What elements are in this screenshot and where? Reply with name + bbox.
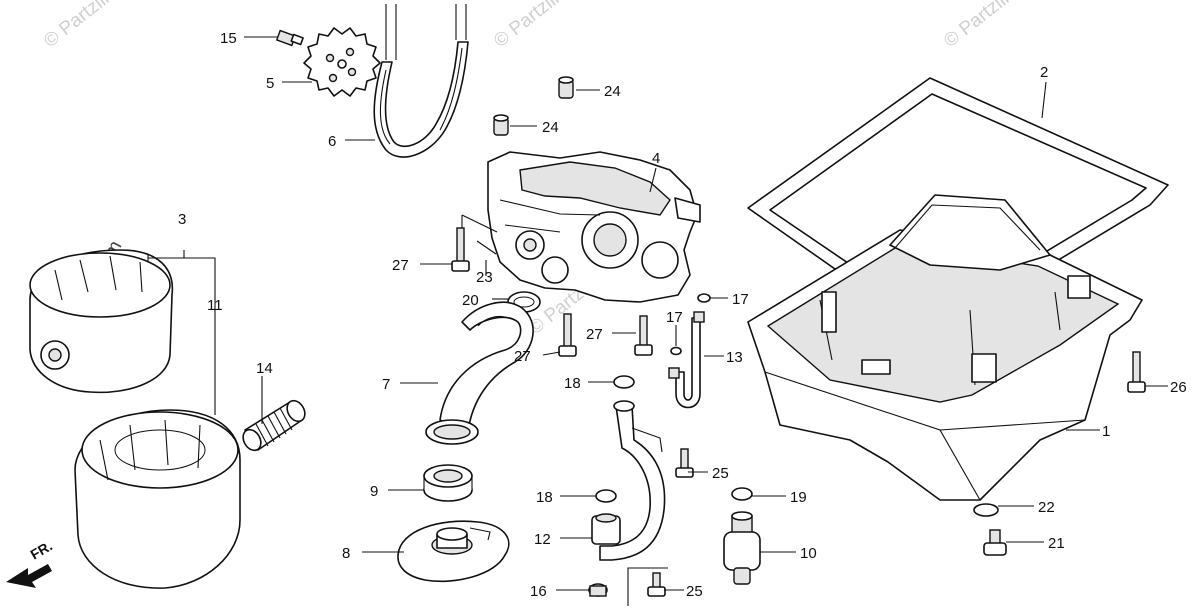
leader-lines — [244, 36, 1168, 591]
callout-2: 2 — [1040, 64, 1048, 81]
callout-23: 23 — [476, 269, 493, 286]
oil-pipe-end — [668, 367, 680, 379]
watermark-text: © Partzilla.com — [490, 0, 604, 52]
callout-18: 18 — [536, 489, 553, 506]
callout-1: 1 — [1102, 423, 1110, 440]
oil-filter — [74, 409, 241, 589]
sealing-washer — [697, 293, 711, 303]
watermark-text: © Partzilla.com — [940, 0, 1054, 52]
flange-bolt — [634, 315, 653, 356]
flange-nut-body — [589, 585, 607, 597]
oil-pipe-curved — [591, 400, 666, 561]
front-direction-label: FR. — [28, 537, 56, 562]
callout-18: 18 — [564, 375, 581, 392]
oil-strainer-plate — [397, 520, 510, 583]
flange-bolt — [558, 313, 577, 357]
callout-14: 14 — [256, 360, 273, 377]
callout-24: 24 — [604, 83, 621, 100]
callout-4: 4 — [652, 150, 660, 167]
oil-pipe — [675, 317, 701, 409]
flange-bolt — [451, 227, 470, 272]
callout-labels: 15 5 6 2 24 24 4 3 11 27 23 20 17 27 17 … — [178, 30, 1187, 600]
callout-24: 24 — [542, 119, 559, 136]
oil-seal — [423, 464, 473, 502]
callout-6: 6 — [328, 133, 336, 150]
callout-7: 7 — [382, 376, 390, 393]
callout-25: 25 — [712, 465, 729, 482]
threaded-pipe — [242, 399, 306, 452]
callout-20: 20 — [462, 292, 479, 309]
callout-15: 15 — [220, 30, 237, 47]
dowel-pin — [493, 114, 509, 136]
sealing-washer — [731, 487, 753, 501]
callout-9: 9 — [370, 483, 378, 500]
oil-jet-bolt — [275, 29, 304, 47]
sealing-washer — [613, 375, 635, 389]
drain-bolt — [983, 529, 1007, 556]
oil-pipe-end — [693, 311, 705, 323]
callout-16: 16 — [530, 583, 547, 600]
oil-pan — [747, 194, 1143, 501]
callout-10: 10 — [800, 545, 817, 562]
flange-bolt — [647, 572, 666, 597]
callout-26: 26 — [1170, 379, 1187, 396]
callout-17: 17 — [732, 291, 749, 308]
callout-13: 13 — [726, 349, 743, 366]
callout-11: 11 — [207, 297, 223, 314]
callout-bracket — [147, 250, 216, 415]
sealing-washer — [670, 346, 682, 356]
sealing-washer — [973, 503, 999, 517]
front-direction-arrow: FR. — [6, 537, 55, 588]
oil-filter — [29, 249, 174, 394]
callout-3: 3 — [178, 211, 186, 228]
callout-bracket — [627, 567, 668, 606]
callout-25: 25 — [686, 583, 703, 600]
callout-8: 8 — [342, 545, 350, 562]
flange-bolt — [675, 448, 694, 478]
callout-27: 27 — [514, 348, 531, 365]
watermark-text: © Partzilla.com — [40, 0, 154, 52]
callout-12: 12 — [534, 531, 551, 548]
flange-bolt — [1127, 351, 1146, 393]
callout-27: 27 — [586, 326, 603, 343]
callout-5: 5 — [266, 75, 274, 92]
oil-pump-sprocket — [303, 27, 381, 97]
callout-17: 17 — [666, 309, 683, 326]
o-ring-inner — [513, 296, 535, 308]
callout-27: 27 — [392, 257, 409, 274]
callout-21: 21 — [1048, 535, 1065, 552]
oil-pressure-switch — [723, 511, 761, 585]
sealing-washer — [595, 489, 617, 503]
oil-strainer-pipe — [425, 301, 534, 445]
oil-pump-assembly — [487, 151, 701, 303]
dowel-pin — [558, 76, 574, 99]
callout-22: 22 — [1038, 499, 1055, 516]
callout-19: 19 — [790, 489, 807, 506]
oil-pump-chain — [373, 4, 469, 158]
